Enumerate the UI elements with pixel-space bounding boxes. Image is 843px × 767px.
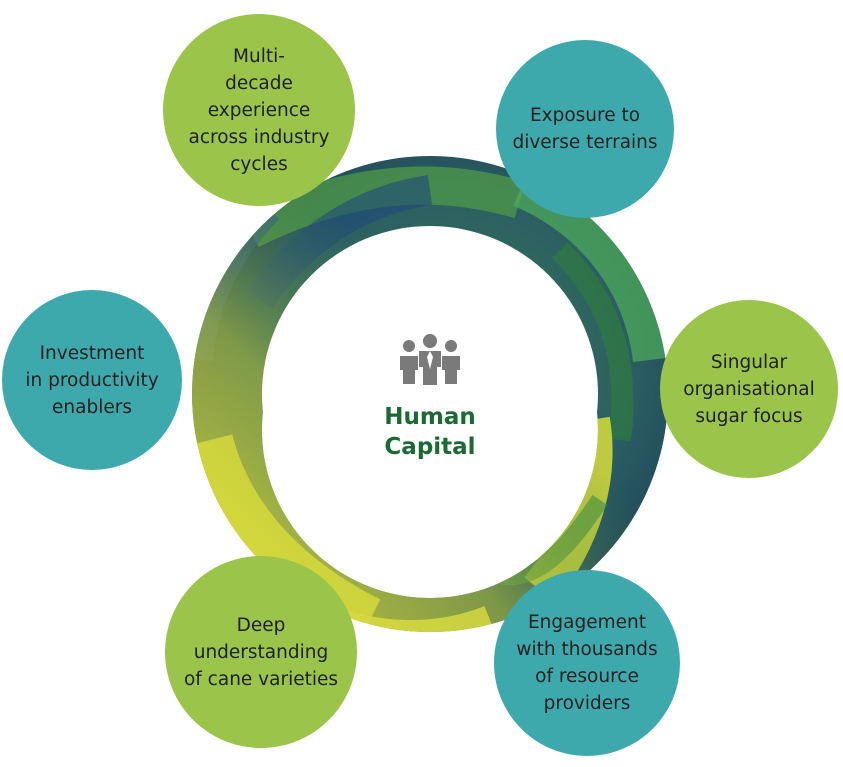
bubble-label-line: diverse terrains	[512, 132, 658, 153]
bubble-label-line: of resource	[535, 666, 639, 687]
bubble-label-line: Exposure to	[529, 105, 641, 126]
bubble-label-line: Engagement	[527, 612, 646, 633]
bubble-label-line: Multi-	[233, 45, 285, 67]
center-title: Human Capital	[330, 402, 530, 462]
bubble-label-line: Singular	[710, 351, 788, 373]
bubble-label-line: experience	[207, 99, 311, 121]
bubble-deep-understanding-cane: Deep understanding of cane varieties	[165, 556, 357, 748]
bubble-singular-sugar-focus: Singular organisational sugar focus	[660, 300, 838, 478]
bubble-label-line: understanding	[193, 641, 329, 663]
people-group-icon	[400, 334, 460, 385]
bubble-label-line: sugar focus	[695, 405, 803, 427]
bubble-label-line: providers	[543, 693, 631, 714]
center-title-line-2: Capital	[384, 434, 476, 460]
bubble-engagement-resource-providers: Engagement with thousands of resource pr…	[494, 570, 680, 756]
bubble-label-line: enablers	[52, 396, 132, 418]
center-title-line-1: Human	[384, 404, 476, 430]
bubble-label-line: Investment	[39, 342, 145, 364]
bubble-label-line: organisational	[683, 378, 815, 400]
bubble-label-line: with thousands	[516, 639, 658, 660]
bubble-investment-productivity: Investment in productivity enablers	[2, 290, 182, 470]
center-disc	[262, 226, 598, 562]
bubble-multi-decade-experience: Multi- decade experience across industry…	[163, 14, 355, 206]
bubble-label-line: decade	[225, 72, 293, 94]
bubble-exposure-diverse-terrains: Exposure to diverse terrains	[496, 40, 674, 218]
bubble-label-line: cycles	[230, 153, 288, 175]
bubble-label-line: in productivity	[25, 369, 159, 391]
bubble-label-line: across industry	[188, 126, 330, 148]
bubble-label-line: of cane varieties	[183, 668, 339, 690]
bubble-label-line: Deep	[236, 614, 286, 636]
